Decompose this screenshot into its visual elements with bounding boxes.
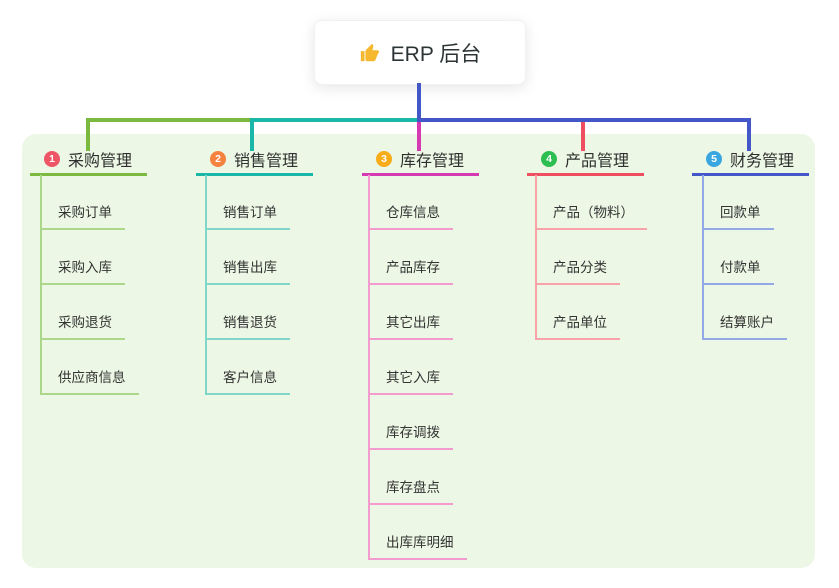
branch-label: 库存管理 [400, 153, 465, 170]
branch-underline [196, 173, 313, 176]
sub-item-underline [368, 503, 453, 505]
branch-label: 销售管理 [234, 153, 299, 170]
sub-item-underline [368, 558, 467, 560]
branch-drop-line [581, 120, 585, 151]
sub-item-node[interactable]: 产品库存 [386, 260, 440, 275]
branch-node-采购管理[interactable]: 1 采购管理 [44, 148, 132, 170]
branch-number-badge: 4 [541, 151, 557, 167]
sub-item-underline [368, 393, 453, 395]
bus-line-right [417, 118, 751, 122]
sub-item-node[interactable]: 出库库明细 [386, 535, 454, 550]
sub-item-node[interactable]: 产品（物料） [553, 205, 634, 220]
subtree-trunk-line [535, 175, 537, 340]
subtree-trunk-line [702, 175, 704, 340]
branch-underline [30, 173, 147, 176]
subtree-trunk-line [40, 175, 42, 395]
sub-item-node[interactable]: 其它入库 [386, 370, 440, 385]
sub-item-node[interactable]: 回款单 [720, 205, 761, 220]
branch-node-产品管理[interactable]: 4 产品管理 [541, 148, 629, 170]
sub-item-underline [368, 338, 453, 340]
sub-item-underline [535, 338, 620, 340]
sub-item-underline [205, 393, 290, 395]
branch-drop-line [417, 120, 421, 151]
root-node[interactable]: ERP 后台 [314, 20, 526, 85]
branch-drop-line [250, 120, 254, 151]
branch-number-badge: 2 [210, 151, 226, 167]
branch-number-badge: 5 [706, 151, 722, 167]
sub-item-underline [205, 338, 290, 340]
bus-line-mid [250, 118, 421, 122]
thumbs-up-icon [360, 43, 379, 61]
sub-item-node[interactable]: 供应商信息 [58, 370, 126, 385]
branch-label: 财务管理 [730, 153, 795, 170]
sub-item-node[interactable]: 其它出库 [386, 315, 440, 330]
branch-drop-line [86, 120, 90, 151]
sub-item-node[interactable]: 产品单位 [553, 315, 607, 330]
sub-item-underline [702, 338, 787, 340]
sub-item-node[interactable]: 库存调拨 [386, 425, 440, 440]
sub-item-node[interactable]: 仓库信息 [386, 205, 440, 220]
branch-number-badge: 3 [376, 151, 392, 167]
sub-item-node[interactable]: 结算账户 [720, 315, 774, 330]
sub-item-node[interactable]: 采购订单 [58, 205, 112, 220]
branch-node-库存管理[interactable]: 3 库存管理 [376, 148, 464, 170]
sub-item-node[interactable]: 销售退货 [223, 315, 277, 330]
subtree-trunk-line [205, 175, 207, 395]
sub-item-underline [702, 228, 774, 230]
sub-item-underline [368, 228, 453, 230]
subtree-trunk-line [368, 175, 370, 560]
sub-item-underline [205, 283, 290, 285]
branch-underline [362, 173, 479, 176]
sub-item-node[interactable]: 采购退货 [58, 315, 112, 330]
sub-item-underline [535, 228, 647, 230]
sub-item-underline [40, 283, 125, 285]
sub-item-underline [535, 283, 620, 285]
sub-item-node[interactable]: 客户信息 [223, 370, 277, 385]
sub-item-node[interactable]: 库存盘点 [386, 480, 440, 495]
sub-item-underline [40, 338, 125, 340]
sub-item-underline [368, 283, 453, 285]
branches-panel [22, 134, 815, 568]
sub-item-underline [702, 283, 774, 285]
sub-item-underline [368, 448, 453, 450]
branch-drop-line [747, 120, 751, 151]
bus-line-left [86, 118, 254, 122]
sub-item-underline [205, 228, 290, 230]
sub-item-node[interactable]: 付款单 [720, 260, 761, 275]
branch-node-销售管理[interactable]: 2 销售管理 [210, 148, 298, 170]
sub-item-node[interactable]: 销售订单 [223, 205, 277, 220]
sub-item-node[interactable]: 采购入库 [58, 260, 112, 275]
sub-item-node[interactable]: 销售出库 [223, 260, 277, 275]
root-title: ERP 后台 [390, 42, 482, 66]
branch-label: 产品管理 [565, 153, 630, 170]
branch-label: 采购管理 [68, 153, 133, 170]
sub-item-node[interactable]: 产品分类 [553, 260, 607, 275]
sub-item-underline [40, 393, 139, 395]
sub-item-underline [40, 228, 125, 230]
branch-underline [527, 173, 644, 176]
branch-number-badge: 1 [44, 151, 60, 167]
branch-underline [692, 173, 809, 176]
root-trunk-line [417, 83, 421, 120]
branch-node-财务管理[interactable]: 5 财务管理 [706, 148, 794, 170]
